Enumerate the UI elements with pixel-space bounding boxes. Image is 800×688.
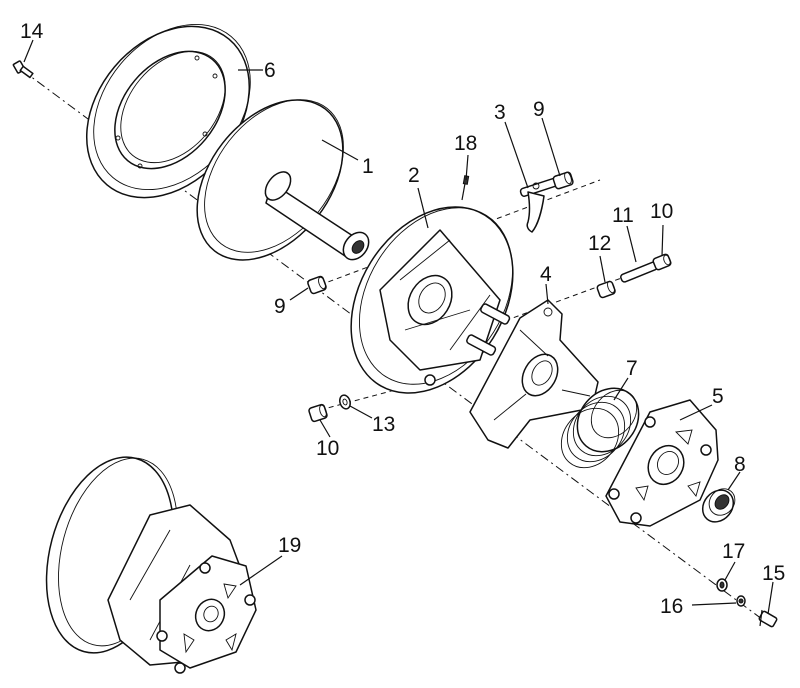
nut-10-upper (652, 253, 672, 271)
washer-16 (736, 595, 746, 607)
pin-11 (620, 261, 658, 283)
callout-11: 11 (612, 204, 634, 227)
nut-10-lower (308, 403, 328, 423)
callout-16: 16 (660, 595, 683, 618)
cap-8 (701, 488, 736, 523)
callout-1: 1 (362, 155, 374, 178)
assembled-clutch-19 (45, 456, 257, 674)
spider-4 (469, 299, 599, 449)
callout-9-top: 9 (533, 98, 545, 121)
callout-12: 12 (588, 232, 611, 255)
callout-4: 4 (540, 263, 552, 286)
callout-10-bottom: 10 (316, 437, 339, 460)
pin-axis-line (319, 179, 601, 286)
bolt-15 (758, 609, 778, 628)
ring-plate-6 (85, 23, 251, 199)
roller-9 (307, 275, 327, 295)
leader-lines (23, 39, 774, 615)
callout-labels: 14 6 1 3 9 18 2 11 10 12 9 4 7 5 8 10 13… (20, 20, 785, 618)
spring-7 (560, 387, 640, 469)
callout-6: 6 (264, 59, 276, 82)
bushing-12 (596, 280, 616, 299)
callout-18: 18 (454, 132, 477, 155)
callout-13: 13 (372, 413, 395, 436)
cover-5 (605, 399, 719, 527)
callout-7: 7 (626, 357, 638, 380)
bolt-14 (12, 60, 34, 79)
roller-9-upper (552, 171, 574, 190)
callout-8: 8 (734, 453, 746, 476)
callout-19: 19 (278, 534, 301, 557)
callout-15: 15 (762, 562, 785, 585)
pin-18 (461, 175, 470, 201)
movable-sheave-2 (350, 206, 514, 394)
nut-17 (716, 578, 728, 592)
callout-17: 17 (722, 540, 745, 563)
callout-5: 5 (712, 385, 724, 408)
callout-10-top: 10 (650, 200, 673, 223)
callout-3: 3 (494, 101, 506, 124)
callout-9-left: 9 (274, 295, 286, 318)
callout-14: 14 (20, 20, 44, 43)
flyweight-3 (519, 177, 561, 233)
washer-13 (339, 394, 351, 410)
fixed-sheave-1 (196, 99, 370, 261)
callout-2: 2 (408, 164, 420, 187)
